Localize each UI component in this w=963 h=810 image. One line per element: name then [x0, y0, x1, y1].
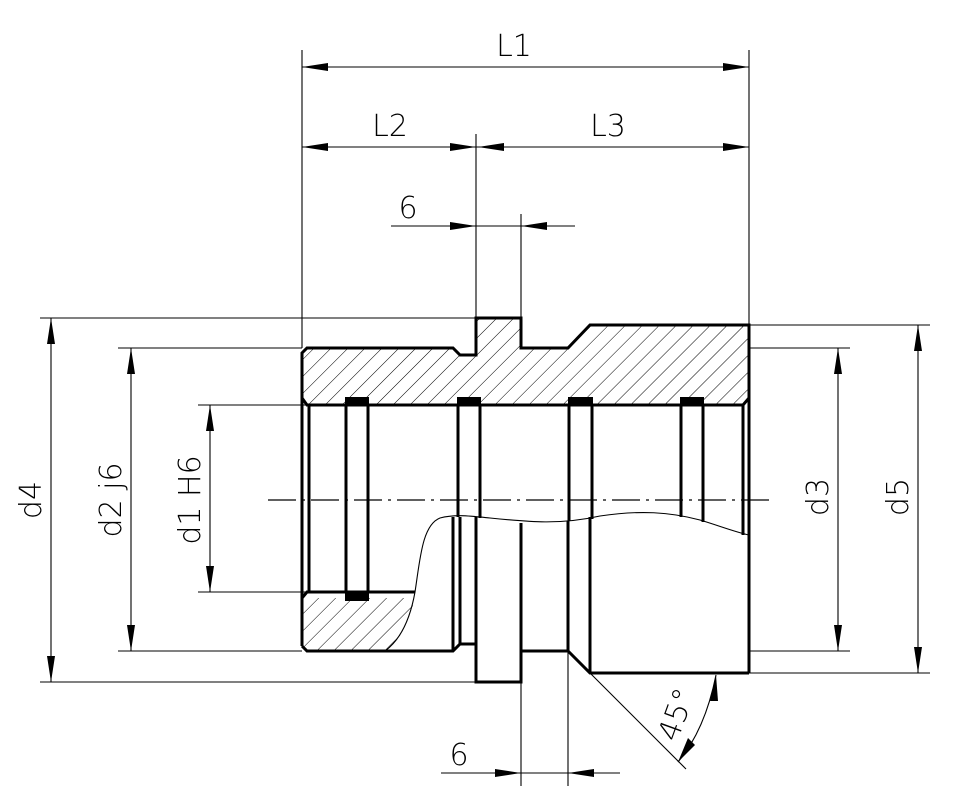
part-outline: [300, 316, 751, 684]
dimension-d1: d1 H6: [173, 405, 214, 592]
dimension-label-d4: d4: [14, 481, 49, 519]
dimension-label-l3: L3: [590, 109, 626, 144]
dimension-chamfer-angle: 45°: [652, 674, 718, 763]
dimension-label-d1: d1 H6: [173, 455, 208, 544]
break-line: [384, 511, 750, 652]
dimension-l1: L1: [302, 29, 749, 71]
dimension-d5: d5: [881, 325, 922, 673]
dimension-d4: d4: [14, 318, 55, 682]
dimension-l3: L3: [476, 109, 749, 151]
dimension-d2: d2 j6: [94, 348, 135, 651]
dimension-label-collar-bottom: 6: [449, 738, 468, 773]
seal-groove-1: [344, 397, 370, 601]
dimension-label-l2: L2: [372, 109, 408, 144]
dimension-label-d5: d5: [881, 478, 916, 516]
dimension-label-d2: d2 j6: [94, 462, 129, 537]
seal-groove-3: [567, 397, 594, 521]
dimension-l2: L2: [302, 109, 476, 151]
dimension-label-collar-top: 6: [398, 191, 417, 226]
dimension-label-d3: d3: [801, 478, 836, 516]
dimension-collar-top: 6: [391, 191, 575, 230]
seal-groove-4: [679, 397, 705, 522]
dimension-collar-bottom: 6: [441, 738, 620, 777]
section-hatch-bottom: [302, 598, 415, 651]
dimension-d3: d3: [801, 348, 842, 651]
section-hatch-top: [302, 318, 749, 405]
dimension-label-l1: L1: [496, 29, 532, 64]
extension-lines: [40, 50, 930, 786]
seal-groove-2: [456, 397, 482, 518]
